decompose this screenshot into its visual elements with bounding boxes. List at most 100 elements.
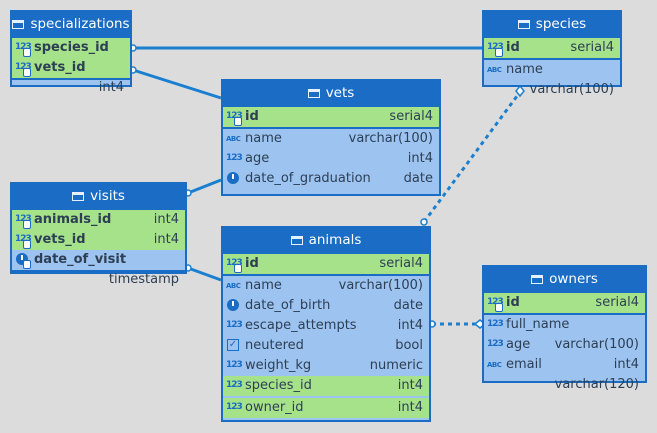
column-name: owner_id (245, 400, 304, 415)
column-row[interactable]: ABC name varchar(100) (223, 129, 439, 149)
numeric-icon: 123 (226, 320, 243, 330)
table-title: specializations (30, 16, 130, 32)
column-row[interactable]: 123 full_name varchar(100) (484, 315, 645, 352)
table-owners[interactable]: owners 123 id serial4 123 full_name varc… (482, 265, 647, 392)
column-name: escape_attempts (245, 318, 357, 333)
table-title: animals (308, 232, 362, 248)
column-name: name (245, 131, 282, 146)
table-icon (12, 20, 25, 29)
numeric-icon: 123 (487, 339, 504, 349)
column-type: varchar(100) (529, 82, 614, 97)
table-specializations[interactable]: specializations 123 species_id int4 123 … (10, 10, 132, 95)
column-type: int4 (397, 400, 423, 415)
column-row[interactable]: ABC email varchar(120) (484, 355, 645, 392)
table-header: owners (484, 267, 645, 291)
column-row[interactable]: 123 id serial4 (223, 107, 439, 127)
numeric-icon: 123 (487, 319, 504, 329)
column-type: serial4 (570, 40, 614, 55)
string-icon: ABC (226, 135, 241, 143)
numeric-icon: 123 (226, 380, 243, 390)
numeric-key-icon: 123 (15, 230, 32, 250)
table-icon (290, 236, 303, 245)
divider (484, 313, 645, 315)
table-icon (531, 275, 544, 284)
column-row[interactable]: date_of_graduation date (223, 169, 439, 189)
column-row[interactable]: 123 escape_attempts int4 (223, 316, 429, 336)
column-row[interactable]: 123 vets_id int4 (12, 58, 130, 95)
column-type: int4 (407, 151, 433, 166)
column-row[interactable]: 123 id serial4 (484, 38, 620, 58)
table-visits[interactable]: visits 123 animals_id int4 123 vets_id i… (10, 182, 187, 287)
divider (12, 78, 130, 80)
column-name: vets_id (34, 232, 86, 247)
link-specializations-vets (132, 68, 222, 100)
divider (484, 58, 620, 60)
table-title: vets (325, 85, 355, 101)
numeric-key-icon: 123 (226, 107, 243, 127)
column-name: date_of_birth (245, 298, 331, 313)
column-name: date_of_visit (34, 252, 127, 267)
column-name: age (245, 151, 270, 166)
column-row[interactable]: 123 age int4 (484, 335, 645, 372)
column-row[interactable]: 123 animals_id int4 (12, 210, 185, 230)
column-type: serial4 (379, 256, 423, 271)
numeric-key-icon: 123 (226, 254, 243, 274)
table-header: species (484, 12, 620, 36)
column-name: species_id (245, 378, 312, 393)
link-end-circle (420, 218, 428, 226)
column-row[interactable]: 123 owner_id int4 (223, 398, 429, 418)
link-visits-vets (187, 178, 222, 195)
column-row[interactable]: 123 weight_kg numeric (223, 356, 429, 376)
column-name: email (506, 357, 542, 372)
column-name: species_id (34, 40, 109, 55)
numeric-key-icon: 123 (487, 293, 504, 313)
column-type: varchar(100) (338, 278, 423, 293)
clock-icon (226, 169, 243, 189)
divider (484, 291, 645, 293)
table-animals[interactable]: animals 123 id serial4 ABC name varchar(… (221, 226, 431, 422)
divider (12, 270, 185, 272)
string-icon: ABC (226, 282, 241, 290)
column-row[interactable]: 123 id serial4 (223, 254, 429, 274)
column-type: varchar(120) (554, 377, 639, 392)
column-type: serial4 (389, 109, 433, 124)
column-row[interactable]: 123 species_id int4 (223, 376, 429, 396)
column-row[interactable]: 123 species_id int4 (12, 38, 130, 75)
column-row[interactable]: ABC name varchar(100) (484, 60, 620, 97)
column-name: vets_id (34, 60, 86, 75)
column-type: timestamp (108, 272, 179, 287)
numeric-key-icon: 123 (487, 38, 504, 58)
numeric-icon: 123 (226, 402, 243, 412)
column-name: id (245, 109, 259, 124)
table-vets[interactable]: vets 123 id serial4 ABC name varchar(100… (221, 79, 441, 196)
column-row[interactable]: date_of_birth date (223, 296, 429, 316)
column-type: numeric (369, 358, 423, 373)
column-row[interactable]: 123 age int4 (223, 149, 439, 169)
column-name: id (506, 295, 520, 310)
table-icon (307, 89, 320, 98)
table-icon (72, 192, 85, 201)
column-row[interactable]: 123 vets_id int4 (12, 230, 185, 250)
divider (223, 127, 439, 129)
column-row[interactable]: ABC name varchar(100) (223, 276, 429, 296)
string-icon: ABC (487, 361, 502, 369)
column-name: weight_kg (245, 358, 312, 373)
numeric-key-icon: 123 (15, 58, 32, 78)
column-name: id (245, 256, 259, 271)
column-type: date (403, 171, 433, 186)
column-row[interactable]: date_of_visit timestamp (12, 250, 185, 287)
divider (484, 36, 620, 38)
column-type: varchar(100) (348, 131, 433, 146)
column-name: age (506, 337, 531, 352)
numeric-key-icon: 123 (15, 210, 32, 230)
numeric-key-icon: 123 (15, 38, 32, 58)
column-row[interactable]: ✓ neutered bool (223, 336, 429, 356)
table-species[interactable]: species 123 id serial4 ABC name varchar(… (482, 10, 622, 97)
column-type: int4 (397, 378, 423, 393)
link-end-diamond (515, 84, 525, 98)
column-name: full_name (506, 317, 570, 332)
table-title: species (535, 16, 587, 32)
column-name: animals_id (34, 212, 112, 227)
column-name: neutered (245, 338, 304, 353)
column-row[interactable]: 123 id serial4 (484, 293, 645, 313)
